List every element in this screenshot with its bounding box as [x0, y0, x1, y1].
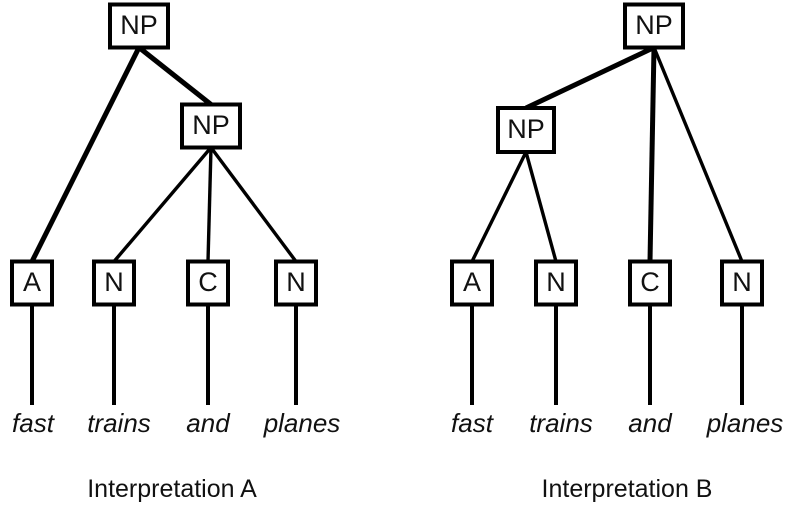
node-label-c: C — [640, 267, 660, 297]
edge-b-root-to-b-np2 — [524, 45, 656, 111]
node-box-n — [274, 259, 318, 307]
caption-interpretation-a: Interpretation A — [87, 475, 257, 503]
node-label-n: N — [546, 267, 566, 297]
node-box-n — [534, 259, 578, 307]
node-b-pos1[interactable]: A — [450, 259, 494, 307]
node-label-a: A — [463, 267, 481, 297]
node-box-a — [10, 259, 54, 307]
word-planes: planes — [706, 408, 784, 438]
word-fast: fast — [12, 408, 56, 438]
node-label-np: NP — [635, 10, 673, 40]
node-box-n — [92, 259, 136, 307]
node-label-np: NP — [507, 114, 545, 144]
node-label-n: N — [286, 267, 306, 297]
edge-a-root-to-a-np2 — [137, 45, 213, 107]
word-trains: trains — [87, 408, 151, 438]
edge-a-root-to-a-pos1 — [29, 46, 142, 263]
node-a-pos2[interactable]: N — [92, 259, 136, 307]
node-b-pos4[interactable]: N — [720, 259, 764, 307]
word-trains: trains — [529, 408, 593, 438]
node-label-n: N — [732, 267, 752, 297]
node-label-a: A — [23, 267, 41, 297]
node-box-np — [108, 2, 170, 50]
node-box-n — [720, 259, 764, 307]
node-box-c — [628, 259, 672, 307]
stem-group — [470, 304, 744, 405]
node-b-root[interactable]: NP — [623, 2, 685, 50]
edge-group — [470, 45, 744, 263]
word-and: and — [186, 408, 231, 438]
node-label-c: C — [198, 267, 218, 297]
edge-b-np2-to-b-pos1 — [470, 151, 528, 263]
caption-interpretation-b: Interpretation B — [542, 475, 713, 503]
node-label-n: N — [104, 267, 124, 297]
node-a-root[interactable]: NP — [108, 2, 170, 50]
node-box-np — [180, 102, 242, 150]
word-and: and — [628, 408, 673, 438]
node-label-np: NP — [120, 10, 158, 40]
node-a-pos3[interactable]: C — [186, 259, 230, 307]
node-a-np2[interactable]: NP — [180, 102, 242, 150]
node-a-pos4[interactable]: N — [274, 259, 318, 307]
node-a-pos1[interactable]: A — [10, 259, 54, 307]
edge-a-np2-to-a-pos2 — [112, 146, 213, 263]
edge-b-np2-to-b-pos2 — [524, 151, 558, 262]
node-box-np — [496, 106, 556, 154]
edge-a-np2-to-a-pos4 — [209, 146, 298, 263]
word-fast: fast — [451, 408, 495, 438]
node-label-np: NP — [192, 110, 230, 140]
node-box-np — [623, 2, 685, 50]
node-b-pos3[interactable]: C — [628, 259, 672, 307]
edge-b-root-to-b-pos3 — [647, 47, 657, 262]
edge-group — [29, 45, 298, 263]
edge-a-np2-to-a-pos3 — [206, 147, 213, 262]
node-b-np2[interactable]: NP — [496, 106, 556, 154]
node-box-c — [186, 259, 230, 307]
word-planes: planes — [263, 408, 341, 438]
stem-group — [30, 304, 298, 405]
node-b-pos2[interactable]: N — [534, 259, 578, 307]
edge-b-root-to-b-pos4 — [652, 46, 744, 263]
node-box-a — [450, 259, 494, 307]
